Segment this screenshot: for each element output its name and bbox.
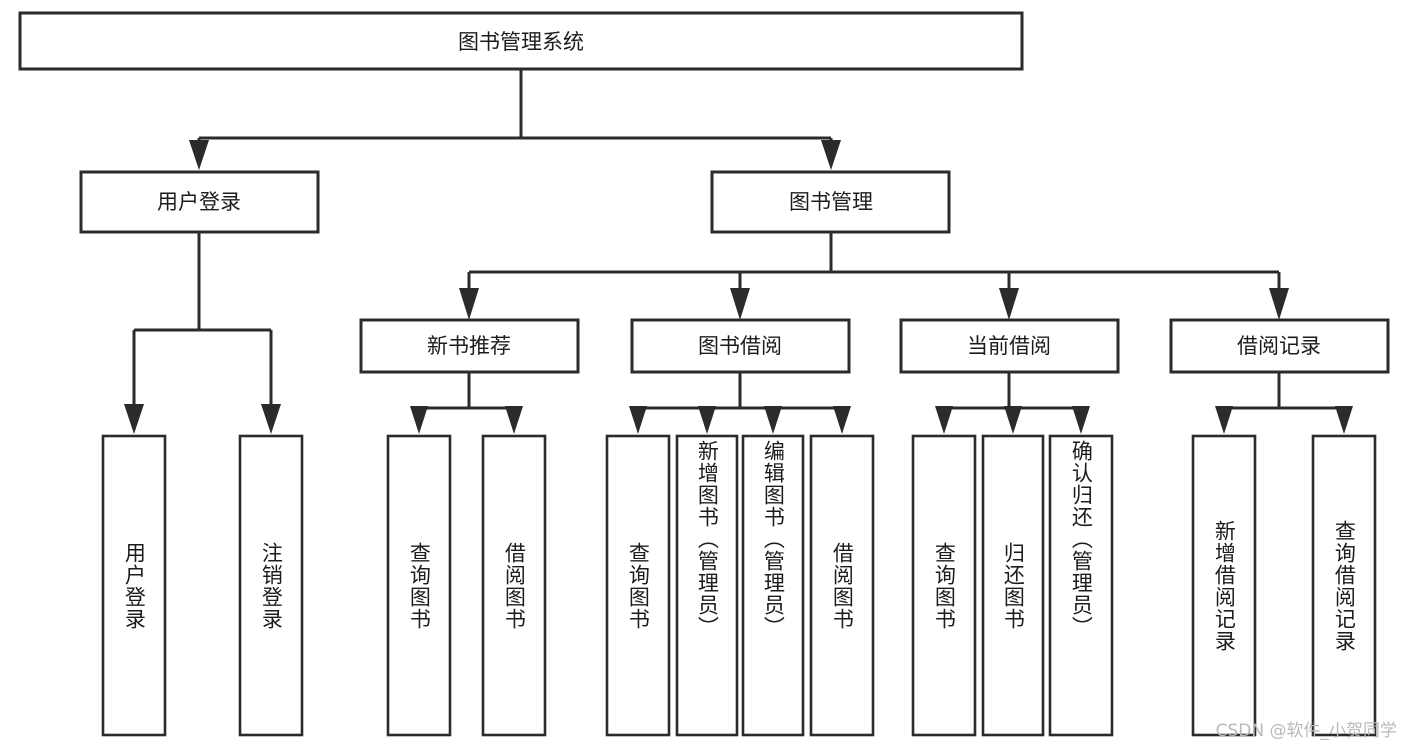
leaf-box-bookborrow-1[interactable] [675, 434, 739, 737]
leaf-box-user-login-1[interactable] [238, 434, 304, 737]
user-login-box-label: 用户登录 [157, 190, 241, 214]
book-manage-box-label: 图书管理 [789, 190, 873, 214]
arrowhead-borrow-record [1269, 288, 1289, 320]
book-borrow-box-label: 图书借阅 [698, 334, 782, 358]
arrowhead-leaf-user-login-0 [124, 404, 144, 434]
arrowhead-leaf-borrowrecord-0 [1215, 406, 1233, 434]
arrowhead-leaf-user-login-1 [261, 404, 281, 434]
leaf-box-currentborrow-2[interactable] [1048, 434, 1114, 737]
leaf-box-currentborrow-0[interactable] [911, 434, 977, 737]
connector-newbook-to-leaves [410, 372, 523, 434]
arrowhead-book-borrow [730, 288, 750, 320]
arrowhead-new-book [459, 288, 479, 320]
new-book-recommend-box-rect [359, 318, 580, 374]
arrowhead-leaf-borrowrecord-1 [1335, 406, 1353, 434]
user-login-box-rect [79, 170, 320, 234]
connector-currentborrow-to-leaves [935, 372, 1090, 434]
leaf-box-user-login-0[interactable] [101, 434, 167, 737]
leaf-box-currentborrow-1[interactable] [981, 434, 1045, 737]
arrowhead-user-login [189, 140, 209, 170]
node-book-borrow[interactable]: 图书借阅 [630, 318, 851, 374]
leaf-box-bookborrow-3[interactable] [809, 434, 875, 737]
arrowhead-leaf-currentborrow-2 [1072, 406, 1090, 434]
node-borrow-record[interactable]: 借阅记录 [1169, 318, 1390, 374]
arrowhead-leaf-newbook-0 [410, 406, 428, 434]
connector-borrowrecord-to-leaves [1215, 372, 1353, 434]
arrowhead-leaf-bookborrow-2 [764, 406, 782, 434]
leaf-box-borrowrecord-1[interactable] [1311, 434, 1377, 737]
connector-userlogin-to-leaves [124, 232, 281, 434]
arrowhead-leaf-currentborrow-1 [1004, 406, 1022, 434]
connector-root-to-level2 [189, 69, 841, 170]
connector-bookborrow-to-leaves [629, 372, 851, 434]
connector-bookmanage-to-level3 [459, 232, 1289, 320]
arrowhead-current-borrow [999, 288, 1019, 320]
arrowhead-leaf-bookborrow-1 [698, 406, 716, 434]
node-book-manage[interactable]: 图书管理 [710, 170, 951, 234]
root-box-rect [18, 11, 1024, 71]
leaf-box-bookborrow-2[interactable] [741, 434, 805, 737]
arrowhead-leaf-newbook-1 [505, 406, 523, 434]
leaf-box-newbook-0[interactable] [386, 434, 452, 737]
arrowhead-book-manage [821, 140, 841, 170]
csdn-watermark: CSDN @软件_小贺同学 [1215, 721, 1397, 741]
current-borrow-box-rect [899, 318, 1120, 374]
borrow-record-box-label: 借阅记录 [1237, 334, 1321, 358]
node-current-borrow[interactable]: 当前借阅 [899, 318, 1120, 374]
arrowhead-leaf-currentborrow-0 [935, 406, 953, 434]
node-root[interactable]: 图书管理系统 [18, 11, 1024, 71]
current-borrow-box-label: 当前借阅 [967, 334, 1051, 358]
node-new-book-recommend[interactable]: 新书推荐 [359, 318, 580, 374]
arrowhead-leaf-bookborrow-0 [629, 406, 647, 434]
leaf-box-bookborrow-0[interactable] [605, 434, 671, 737]
node-user-login[interactable]: 用户登录 [79, 170, 320, 234]
leaf-box-borrowrecord-0[interactable] [1191, 434, 1257, 737]
arrowhead-leaf-bookborrow-3 [833, 406, 851, 434]
leaf-box-newbook-1[interactable] [481, 434, 547, 737]
root-box-label: 图书管理系统 [458, 30, 584, 54]
new-book-recommend-box-label: 新书推荐 [427, 334, 511, 358]
